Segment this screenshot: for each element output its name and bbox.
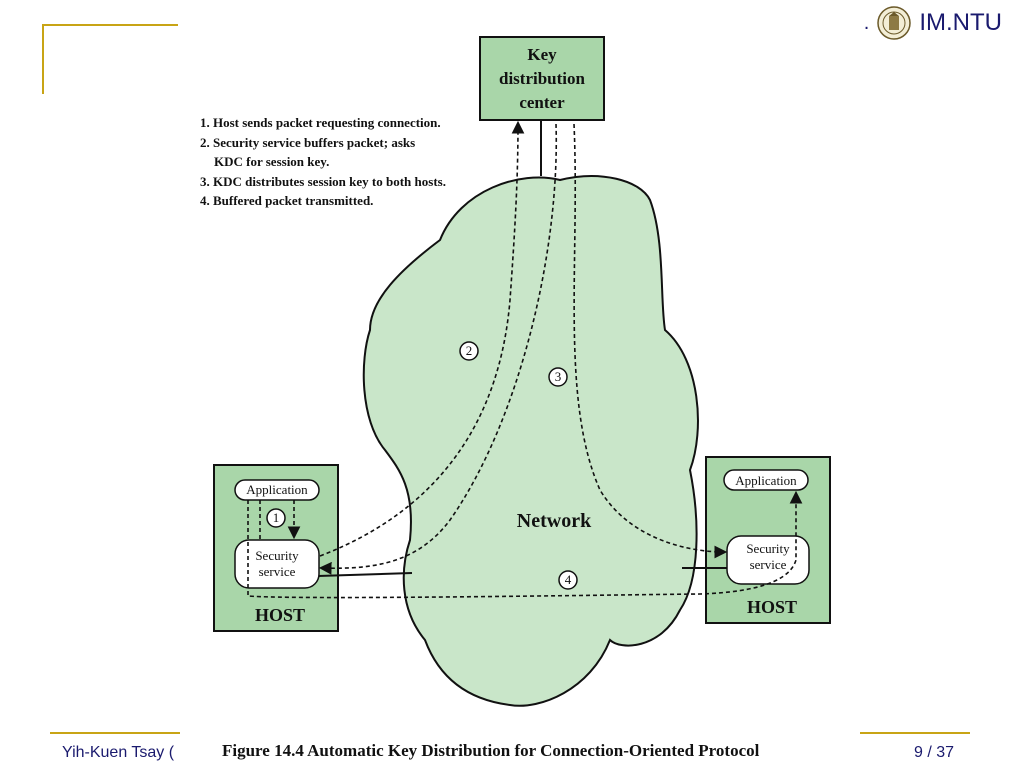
step-marker-3-label: 3 [555,369,562,384]
step-marker-4: 4 [558,570,578,590]
right-security-label-line1: Security [746,541,790,556]
step-list-item-4: 4. Buffered packet transmitted. [200,193,373,208]
kdc-label-line2: distribution [499,69,586,88]
network-label: Network [517,510,592,532]
step-list-item-2: 2. Security service buffers packet; asks [200,135,415,150]
step-list-item-3: 3. KDC distributes session key to both h… [200,174,446,189]
brand: . IM.NTU [864,6,1002,40]
step-marker-1-label: 1 [273,510,280,525]
right-application-label: Application [735,473,797,488]
step-list-item-2-cont: KDC for session key. [214,154,329,169]
step-marker-2-label: 2 [466,343,473,358]
right-security-label-line2: service [750,557,787,572]
right-application-pill [723,469,809,491]
step4-path [247,490,803,599]
left-host-label: HOST [255,605,305,625]
right-host-label: HOST [747,597,797,617]
kdc-label-line3: center [519,93,565,112]
kdc-label-line1: Key [527,45,557,64]
brand-prefix: . [863,11,870,34]
brand-text: IM.NTU [919,9,1002,36]
step-marker-4-label: 4 [565,572,572,587]
left-security-label-line2: service [259,564,296,579]
page-number: 9 / 37 [914,744,955,761]
step3-arrow-right [573,123,728,559]
corner-rule-horizontal [42,24,178,26]
step2-arrow [319,120,525,557]
figure-caption: Figure 14.4 Automatic Key Distribution f… [222,741,760,760]
step-list-item-1: 1. Host sends packet requesting connecti… [200,115,441,130]
left-security-label-line1: Security [255,548,299,563]
left-application-pill [234,479,320,501]
corner-rule-vertical [42,24,44,94]
footer-author: Yih-Kuen Tsay ( [62,744,175,761]
step-marker-1: 1 [266,508,286,528]
left-application-label: Application [246,482,308,497]
step-marker-2: 2 [459,341,479,361]
step-marker-3: 3 [548,367,568,387]
footer-rule-right [860,732,970,734]
university-seal-icon [877,6,912,40]
left-host-link-line [317,572,413,577]
network-cloud [362,175,699,707]
footer-rule-left [50,732,180,734]
